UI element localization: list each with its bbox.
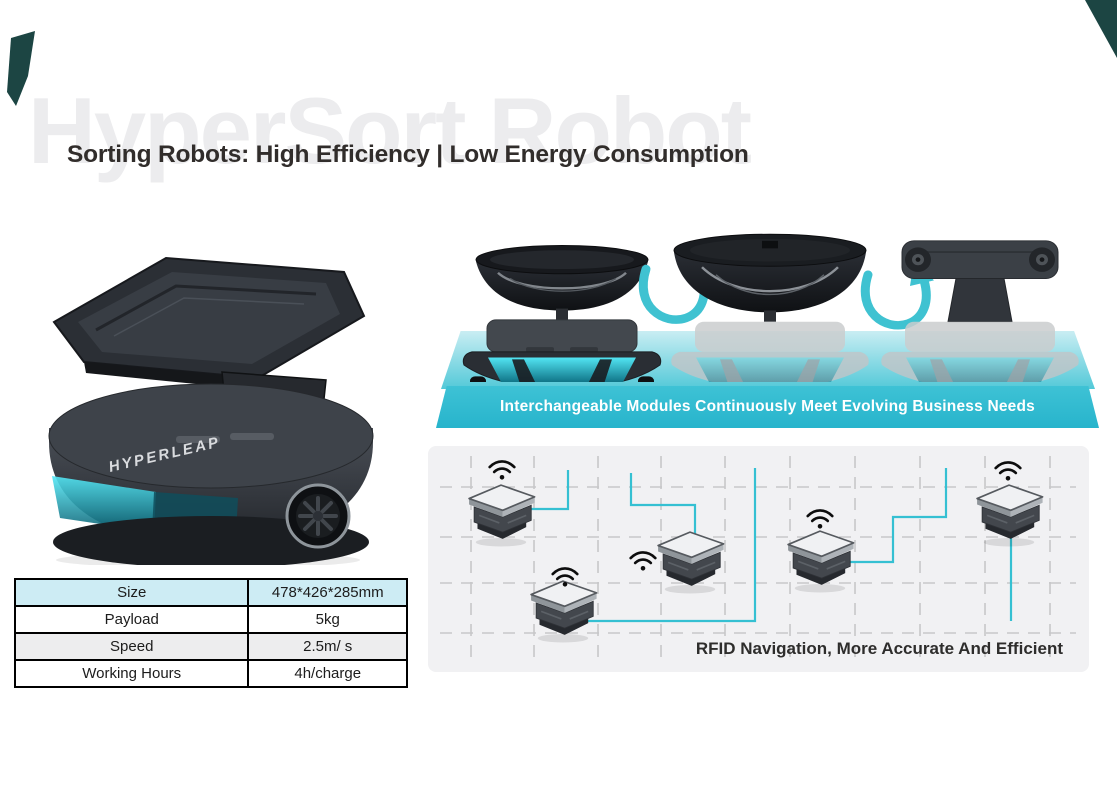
rfid-diagram-panel: RFID Navigation, More Accurate And Effic… bbox=[428, 446, 1089, 672]
fan-wheel bbox=[285, 483, 351, 549]
modules-banner: Interchangeable Modules Continuously Mee… bbox=[436, 386, 1099, 428]
corner-triangle-top-right bbox=[1085, 0, 1117, 58]
grid-lines bbox=[440, 456, 1076, 662]
table-row: Payload 5kg bbox=[13, 605, 408, 634]
page-title: Sorting Robots: High Efficiency | Low En… bbox=[67, 141, 749, 168]
spec-value: 478*426*285mm bbox=[247, 578, 408, 607]
spec-value: 4h/charge bbox=[247, 659, 408, 688]
robot-tray bbox=[52, 256, 366, 390]
corner-ribbon-top-left bbox=[7, 31, 35, 106]
spec-table: Size 478*426*285mm Payload 5kg Speed 2.5… bbox=[13, 578, 408, 688]
spec-value: 2.5m/ s bbox=[247, 632, 408, 661]
wifi-icon bbox=[806, 509, 834, 530]
wifi-icon bbox=[994, 461, 1022, 482]
spec-label: Size bbox=[13, 578, 250, 607]
table-row: Working Hours 4h/charge bbox=[13, 659, 408, 688]
sorting-robot-photo: HYPERLEAP bbox=[48, 256, 374, 565]
rfid-caption: RFID Navigation, More Accurate And Effic… bbox=[695, 639, 1063, 658]
navigation-paths bbox=[523, 468, 1013, 623]
mini-robot bbox=[657, 531, 725, 595]
wifi-icon bbox=[488, 460, 516, 481]
robot-variant-large-tray bbox=[671, 233, 869, 382]
table-row: Size 478*426*285mm bbox=[13, 578, 408, 607]
rfid-diagram bbox=[440, 456, 1076, 662]
table-row: Speed 2.5m/ s bbox=[13, 632, 408, 661]
module-robots-row bbox=[462, 233, 1079, 382]
spec-label: Payload bbox=[13, 605, 250, 634]
spec-value: 5kg bbox=[247, 605, 408, 634]
robot-variant-tilt-tray bbox=[462, 245, 662, 382]
modules-caption: Interchangeable Modules Continuously Mee… bbox=[500, 398, 1035, 415]
spec-label: Working Hours bbox=[13, 659, 250, 688]
spec-label: Speed bbox=[13, 632, 250, 661]
watermark-text: HyperSort Robot bbox=[28, 78, 752, 183]
robot-variant-roller-module bbox=[881, 240, 1079, 382]
wifi-icon bbox=[629, 551, 657, 572]
mini-robot bbox=[530, 580, 598, 644]
